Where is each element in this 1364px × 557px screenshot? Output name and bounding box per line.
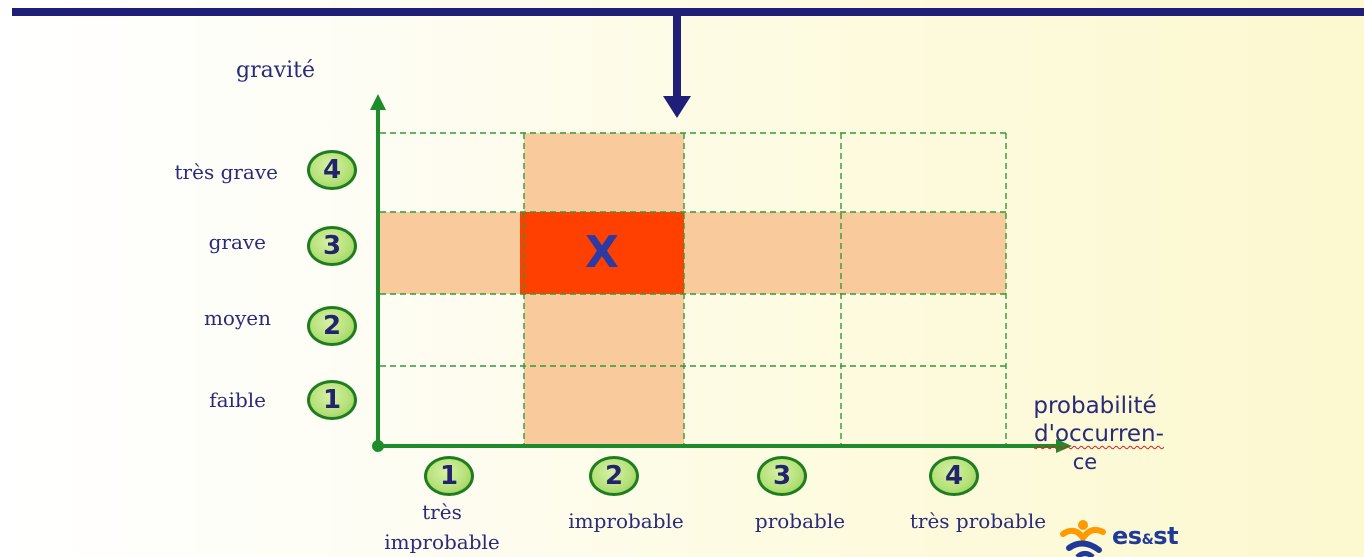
y-badge-level-2: 2 [307,306,357,346]
top-bar [12,8,1364,16]
x-label-level-1: très improbable [362,497,522,557]
target-cell [520,212,684,294]
x-label-level-1-line2: improbable [384,530,500,554]
y-badge-level-1: 1 [307,380,357,420]
x-axis-title-line2: d'occurren- [1034,421,1164,447]
x-label-level-3: probable [754,509,846,533]
y-label-level-1: faible [209,388,266,412]
logo-text-es: es [1112,522,1142,550]
y-label-level-2: moyen [203,306,271,330]
x-badge-level-4: 4 [929,456,979,496]
x-axis-title: probabilité d'occurren- ce [1000,392,1190,476]
origin-dot [372,440,384,452]
esst-logo-icon [1060,520,1106,557]
logo-text-amp: & [1141,532,1154,548]
x-axis-title-line1: probabilité [1033,393,1157,419]
logo-wordmark: es&st [1112,522,1179,550]
x-badge-level-1: 1 [424,456,474,496]
x-badge-level-3: 3 [757,456,807,496]
x-axis-arrowhead-icon [1056,439,1072,453]
y-label-level-3: grave [208,230,266,254]
x-label-level-4: très probable [909,509,1047,533]
highlight-cells [380,133,1006,446]
x-label-level-1-line1: très [422,500,462,524]
down-arrow-icon [663,14,691,118]
y-axis-title: gravité [236,58,316,83]
y-badge-level-3: 3 [307,226,357,266]
selected-cell-mark: X [585,227,619,278]
grid-lines [380,132,1007,446]
highlight-row-gravity-3 [380,212,1006,294]
x-label-level-2: improbable [568,509,684,533]
logo-text-st: st [1153,522,1179,550]
axes [370,94,1072,453]
x-axis-title-line3: ce [1072,450,1098,474]
x-badge-level-2: 2 [589,456,639,496]
y-axis-arrowhead-icon [370,94,386,110]
y-badge-level-4: 4 [307,150,357,190]
y-label-level-4: très grave [174,160,278,184]
